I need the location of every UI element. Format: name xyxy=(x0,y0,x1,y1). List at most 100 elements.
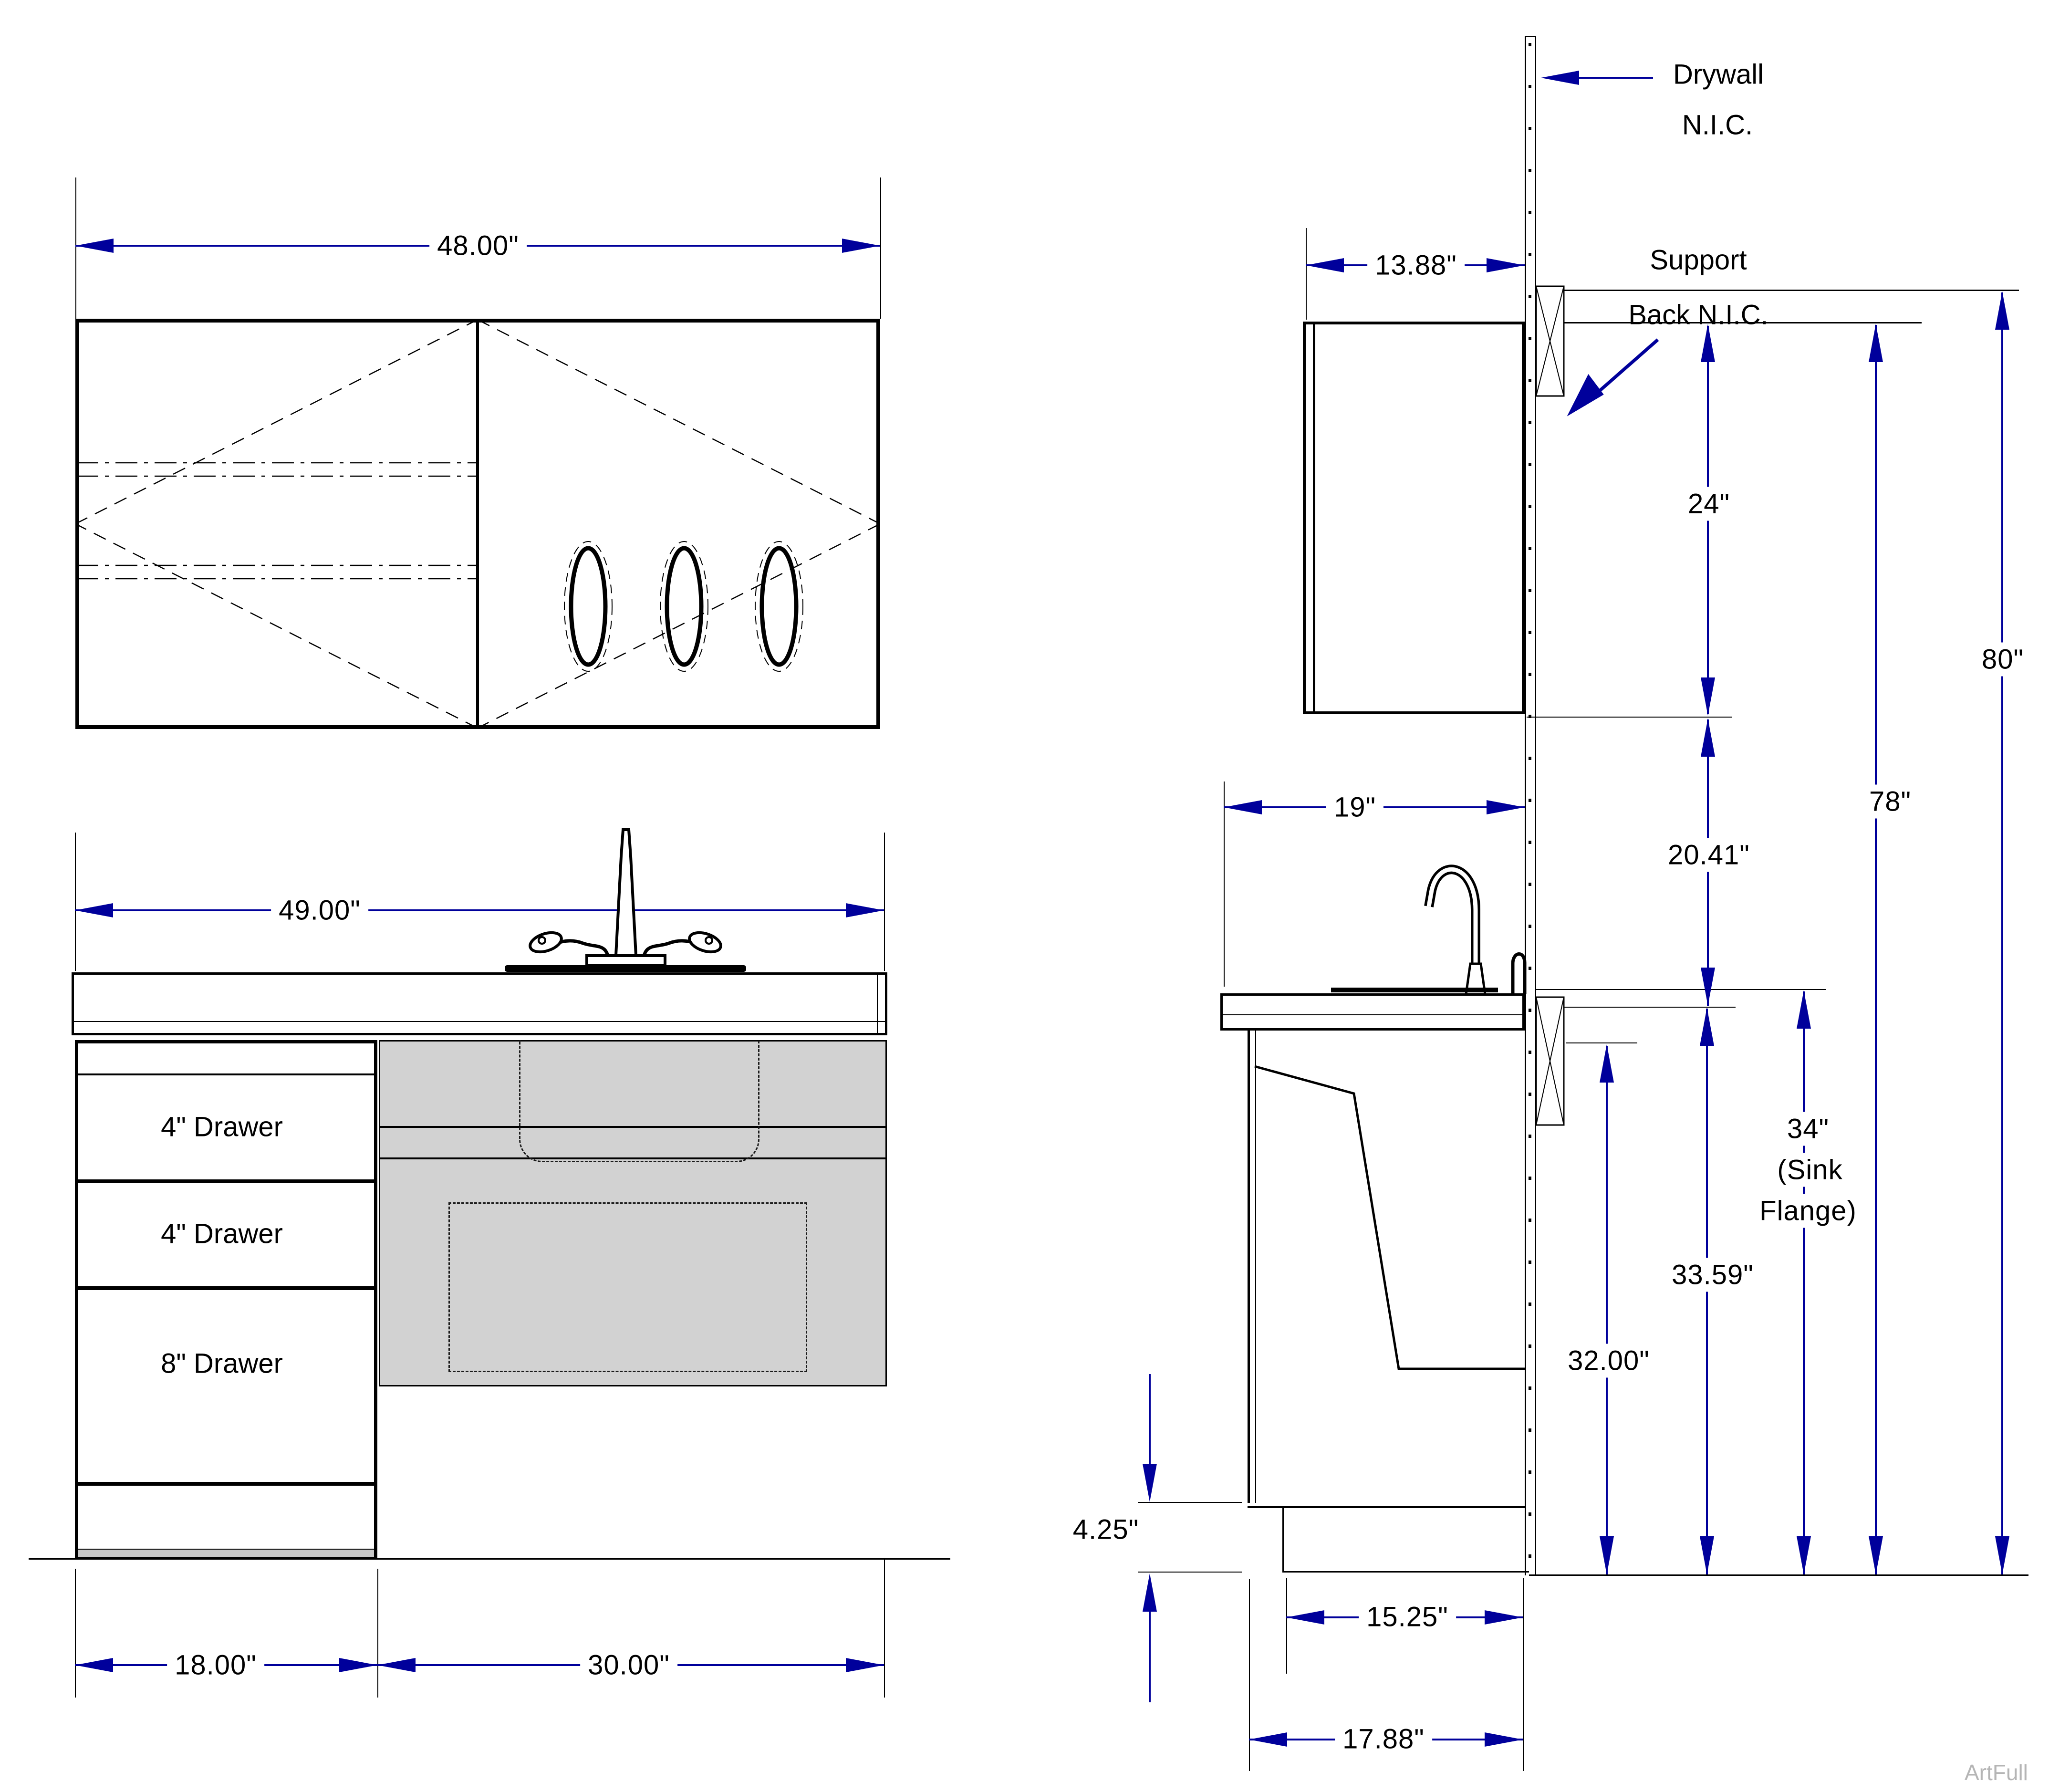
arrowhead-icon xyxy=(1869,324,1883,362)
arrowhead-icon xyxy=(1485,1732,1523,1747)
extension-line xyxy=(377,1569,378,1698)
drywall-line xyxy=(1525,36,1526,1575)
floor-line-side xyxy=(1529,1574,2028,1576)
arrowhead-icon xyxy=(1701,968,1715,1006)
drawer-divider xyxy=(75,1482,377,1486)
support-back-block xyxy=(1535,285,1565,397)
extension-line xyxy=(1249,1579,1250,1771)
arrowhead-icon xyxy=(1701,677,1715,716)
dimension-line-32 xyxy=(1606,1046,1608,1574)
arrowhead-icon xyxy=(1797,1536,1811,1574)
dim-label-2041: 20.41" xyxy=(1660,838,1758,872)
faucet-front xyxy=(505,828,746,972)
toe-kick-bottom-line xyxy=(1282,1571,1529,1573)
drawer-label: 4" Drawer xyxy=(161,1218,283,1250)
arrowhead-icon xyxy=(1995,1536,2009,1574)
dim-label-34-line2: (Sink xyxy=(1769,1153,1851,1187)
arrowhead-icon xyxy=(1701,324,1715,362)
floor-tick xyxy=(1138,1572,1242,1573)
arrowhead-icon xyxy=(1224,800,1262,814)
reference-line-78 xyxy=(1535,322,1922,323)
support-leader-arrow xyxy=(1567,338,1659,417)
arrowhead-icon xyxy=(842,239,880,253)
arrowhead-icon xyxy=(75,903,113,917)
arrowhead-icon xyxy=(1143,1464,1157,1502)
arrowhead-icon xyxy=(1700,1008,1714,1046)
dim-label-3359: 33.59" xyxy=(1664,1258,1761,1292)
arrowhead-icon xyxy=(75,1658,113,1672)
dim-label-1525: 15.25" xyxy=(1359,1600,1456,1634)
extension-line xyxy=(75,1569,76,1698)
sink-bowl-profile xyxy=(1254,1065,1525,1370)
dim-label-19: 19" xyxy=(1326,790,1384,824)
panel-hidden-rect xyxy=(448,1202,807,1372)
arrowhead-icon xyxy=(846,1658,884,1672)
arrowhead-icon xyxy=(1700,1536,1714,1574)
arrowhead-icon xyxy=(1995,292,2009,330)
knee-ext-line xyxy=(1566,1042,1637,1043)
support-back-block xyxy=(1535,996,1565,1126)
sink-flange-bar xyxy=(1331,988,1498,992)
faucet-side xyxy=(1424,865,1527,996)
drawer-divider xyxy=(75,1286,377,1290)
arrowhead-icon xyxy=(377,1658,416,1672)
flange-ext-line xyxy=(1535,989,1826,990)
toe-kick-front-line xyxy=(1282,1506,1284,1573)
drawer-divider xyxy=(75,1073,377,1075)
arrowhead-icon xyxy=(1143,1573,1157,1612)
dim-label-34-line3: Flange) xyxy=(1752,1194,1864,1228)
dim-label-80: 80" xyxy=(1974,642,2032,677)
dim-label-34-line1: 34" xyxy=(1779,1112,1837,1146)
countertop-side-line xyxy=(1220,1014,1525,1015)
arrowhead-icon xyxy=(1487,258,1525,272)
extension-line xyxy=(884,1559,885,1698)
reference-line-80 xyxy=(1535,290,2019,291)
drywall-leader-line xyxy=(1551,77,1653,79)
drawer-divider xyxy=(75,1179,377,1183)
sink-hidden-outline xyxy=(519,1040,759,1162)
extension-line xyxy=(880,177,881,319)
dim-label-1388: 13.88" xyxy=(1367,248,1465,282)
arrowhead-icon xyxy=(1286,1610,1324,1625)
watermark: ArtFull xyxy=(1965,1760,2028,1785)
drywall-line xyxy=(1535,36,1536,1575)
vanity-bottom-line xyxy=(1248,1506,1525,1508)
arrowhead-icon xyxy=(1797,990,1811,1029)
arrowhead-icon xyxy=(846,903,884,917)
dim-label-49: 49.00" xyxy=(271,893,368,927)
dim-label-425: 4.25" xyxy=(1072,1514,1139,1545)
drywall-note-line1: Drywall xyxy=(1673,59,1764,90)
arrowhead-icon xyxy=(1487,800,1525,814)
vanity-door-line xyxy=(1248,1031,1250,1503)
extension-line xyxy=(884,833,885,971)
extension-line xyxy=(1306,228,1307,320)
arrowhead-icon xyxy=(1541,71,1579,85)
counter-back-ext-line xyxy=(1535,1007,1736,1008)
arrowhead-icon xyxy=(1701,719,1715,757)
cabinet-center-divider xyxy=(476,319,479,729)
arrowhead-icon xyxy=(339,1658,377,1672)
extension-line xyxy=(1224,781,1225,987)
countertop-side xyxy=(1220,993,1525,1031)
arrowhead-icon xyxy=(1600,1536,1614,1574)
extension-line xyxy=(1286,1578,1287,1674)
countertop-front xyxy=(72,972,887,1035)
countertop-end-cap xyxy=(877,974,878,1033)
door-vent-slots xyxy=(564,541,803,672)
arrowhead-icon xyxy=(1869,1536,1883,1574)
support-note-line2: Back N.I.C. xyxy=(1628,299,1768,331)
dim-label-30: 30.00" xyxy=(580,1648,677,1682)
drawer-label: 4" Drawer xyxy=(161,1111,283,1143)
panel-rail-line xyxy=(379,1157,887,1159)
extension-line xyxy=(1523,1578,1524,1771)
dim-label-78: 78" xyxy=(1861,784,1919,819)
drawer-label: 8" Drawer xyxy=(161,1348,283,1379)
arrowhead-icon xyxy=(1249,1732,1287,1747)
dim-label-18: 18.00" xyxy=(167,1648,264,1682)
wall-cabinet-detail-lines xyxy=(75,319,880,729)
arrowhead-icon xyxy=(1600,1044,1614,1083)
extension-line xyxy=(75,833,76,971)
cabinet-door-line xyxy=(1313,322,1315,714)
dimension-line-78 xyxy=(1875,325,1877,1574)
